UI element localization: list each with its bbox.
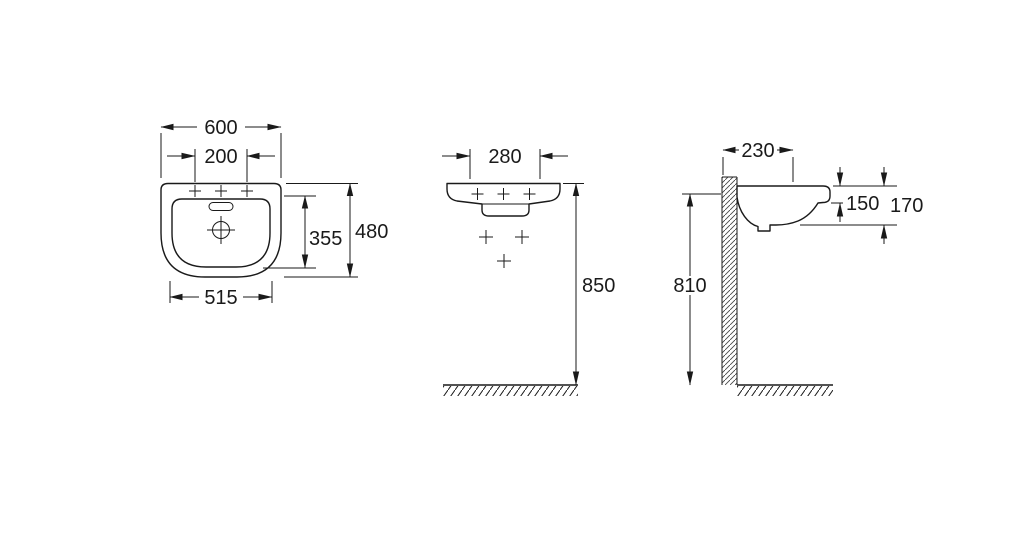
- dim-overall-depth: [284, 183, 358, 278]
- dim-front-total-height: [800, 167, 897, 244]
- dim-underside-height: [673, 193, 721, 386]
- dim-label-200: 200: [204, 146, 237, 168]
- dim-overall-width: [160, 116, 282, 178]
- dim-label-600: 600: [204, 117, 237, 139]
- dim-label-355: 355: [309, 228, 342, 250]
- drain-crosshair-icon: [207, 216, 235, 244]
- floor-line-front: [443, 384, 578, 396]
- basin-front-outline: [446, 182, 561, 217]
- overflow-slot: [208, 202, 234, 211]
- dim-label-230: 230: [741, 140, 774, 162]
- dim-label-150: 150: [846, 193, 879, 215]
- dim-wall-projection: [722, 140, 794, 182]
- basin-inner-bowl-outline: [171, 198, 271, 268]
- dim-rim-height: [563, 183, 584, 386]
- dim-label-850: 850: [582, 275, 615, 297]
- dim-label-170: 170: [890, 195, 923, 217]
- basin-outer-outline: [160, 182, 282, 278]
- wall-section: [721, 176, 738, 385]
- front-tap-hole-cross-icons: [471, 188, 536, 200]
- dim-label-480: 480: [355, 221, 388, 243]
- dim-bowl-depth: [263, 195, 316, 269]
- dim-label-810: 810: [673, 275, 706, 297]
- plan-view: 600 200 480 355 515: [160, 116, 388, 309]
- dim-base-width: [169, 281, 273, 307]
- dim-tap-centers: [167, 149, 275, 182]
- basin-side-profile: [736, 185, 831, 232]
- tap-hole-cross-icons: [189, 185, 253, 197]
- front-view: 280 850: [442, 146, 615, 396]
- dim-label-280: 280: [488, 146, 521, 168]
- wall-fixing-cross-icons: [479, 230, 529, 268]
- side-view: 230 150 170 810: [673, 140, 923, 396]
- floor-line-side: [737, 384, 833, 396]
- dim-label-515: 515: [204, 287, 237, 309]
- dim-fixing-centers: [442, 149, 568, 179]
